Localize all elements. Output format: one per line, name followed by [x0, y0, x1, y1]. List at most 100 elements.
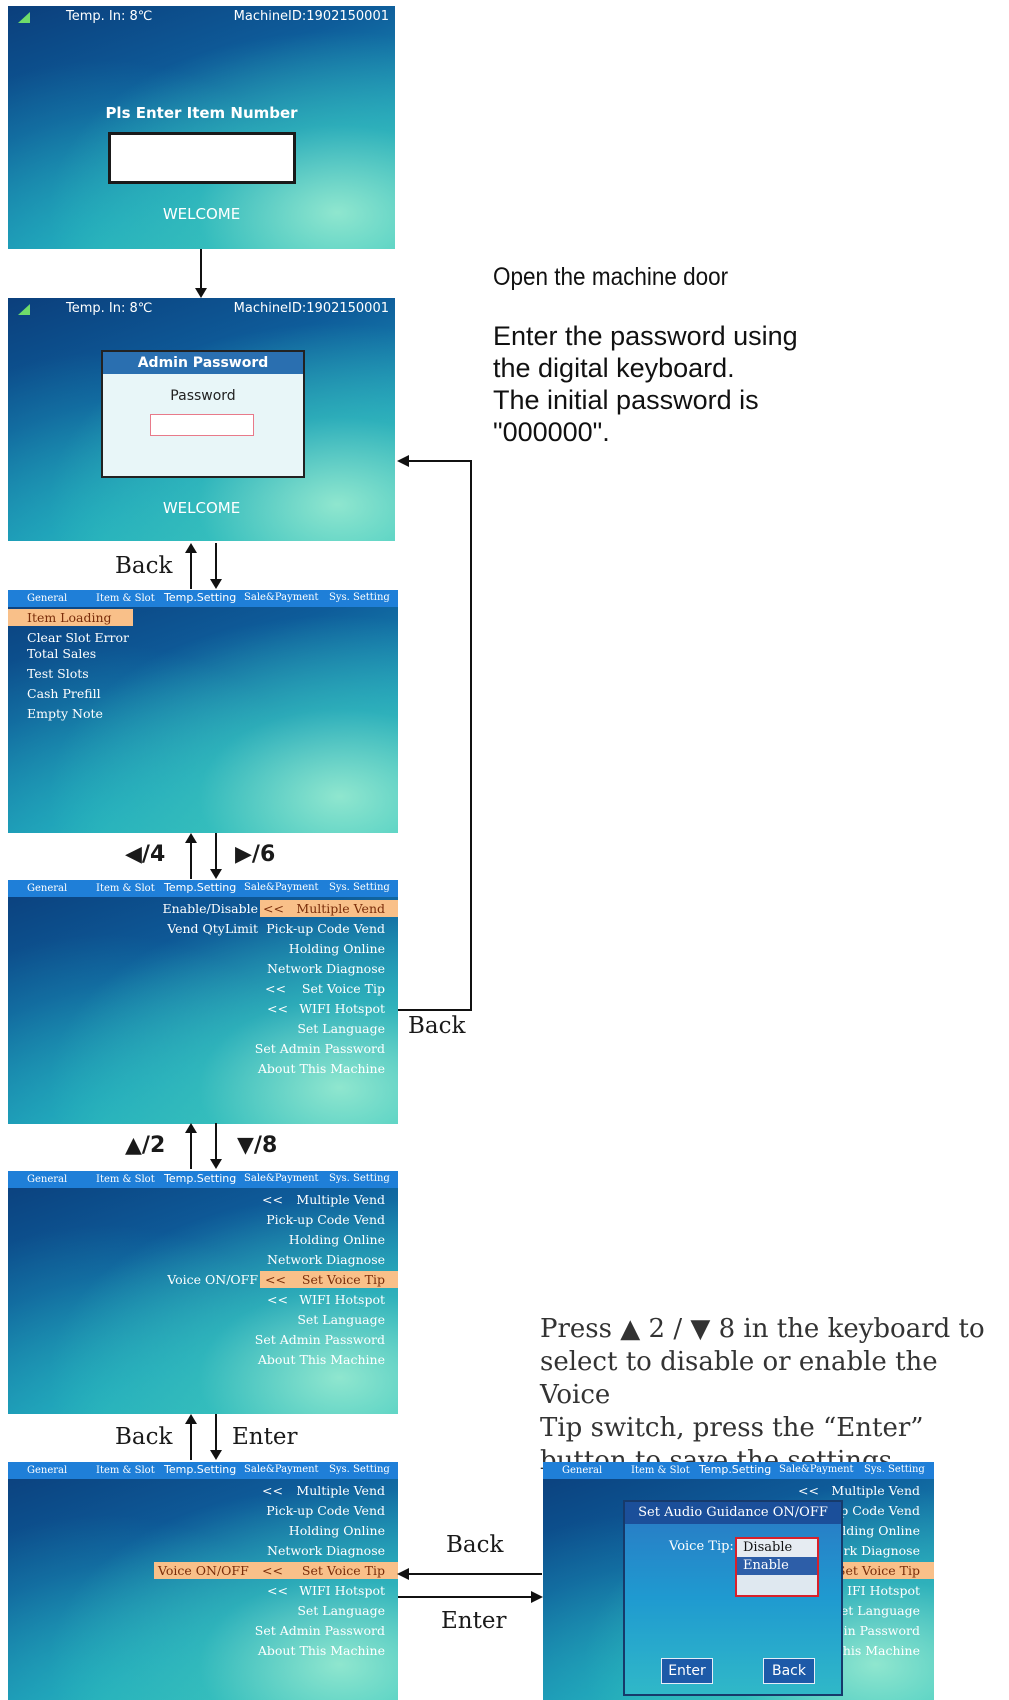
- menu-item-set-voice-tip[interactable]: Set Voice Tip: [301, 1563, 385, 1578]
- item-number-prompt: Pls Enter Item Number: [105, 104, 298, 122]
- status-bar: Temp. In: 8℃ MachineID:1902150001: [8, 298, 395, 322]
- menu-item-test-slots[interactable]: Test Slots: [27, 666, 89, 681]
- arrows-marker: <<: [262, 1563, 283, 1578]
- menu-item-network-diagnose[interactable]: Network Diagnose: [267, 1543, 385, 1558]
- option-disable[interactable]: Disable: [737, 1539, 817, 1557]
- tab-general[interactable]: General: [562, 1465, 603, 1476]
- up-2-label: ▲/2: [125, 1133, 166, 1158]
- tab-sale-payment[interactable]: Sale&Payment: [244, 882, 319, 893]
- menu-item-holding-online[interactable]: Holding Online: [288, 941, 385, 956]
- tab-item-slot[interactable]: Item & Slot: [96, 883, 155, 894]
- menu-item-multiple-vend[interactable]: Multiple Vend: [296, 1192, 385, 1207]
- menu-item-about-this-machine[interactable]: About This Machine: [257, 1643, 385, 1658]
- tab-temp-setting[interactable]: Temp.Setting: [164, 591, 237, 604]
- menu-item-total-sales[interactable]: Total Sales: [27, 646, 97, 661]
- menu-item-pickup-code-vend[interactable]: Pick-up Code Vend: [266, 921, 385, 936]
- tab-item-slot[interactable]: Item & Slot: [96, 1465, 155, 1476]
- flow-arrow-up: [190, 843, 192, 879]
- machine-id: MachineID:1902150001: [233, 9, 389, 24]
- menu-item-holding-online[interactable]: Holding Online: [288, 1232, 385, 1247]
- tab-item-slot[interactable]: Item & Slot: [631, 1465, 690, 1476]
- voice-tip-select[interactable]: Disable Enable: [735, 1537, 819, 1597]
- signal-icon: [18, 12, 30, 23]
- menu-item-pickup-code-vend[interactable]: Pick-up Code Vend: [266, 1503, 385, 1518]
- menu-item-network-diagnose[interactable]: ork Diagnose: [836, 1543, 920, 1558]
- tab-general[interactable]: General: [27, 593, 68, 604]
- menu-item-set-admin-password[interactable]: Set Admin Password: [254, 1332, 385, 1347]
- tab-sys-setting[interactable]: Sys. Setting: [864, 1464, 925, 1475]
- tab-sys-setting[interactable]: Sys. Setting: [329, 1464, 390, 1475]
- arrow-head: [185, 833, 197, 843]
- tab-sale-payment[interactable]: Sale&Payment: [244, 592, 319, 603]
- arrow-head: [397, 455, 409, 467]
- tab-item-slot[interactable]: Item & Slot: [96, 593, 155, 604]
- tab-sale-payment[interactable]: Sale&Payment: [244, 1173, 319, 1184]
- menu-item-about-this-machine[interactable]: About This Machine: [257, 1061, 385, 1076]
- menu-item-set-voice-tip[interactable]: Set Voice Tip: [301, 981, 385, 996]
- menu-item-pickup-code-vend[interactable]: p Code Vend: [840, 1503, 920, 1518]
- tab-general[interactable]: General: [27, 1465, 68, 1476]
- submenu-enable-disable[interactable]: Enable/Disable: [162, 901, 258, 916]
- menu-item-network-diagnose[interactable]: Network Diagnose: [267, 961, 385, 976]
- menu-item-set-voice-tip[interactable]: Set Voice Tip: [836, 1563, 920, 1578]
- enter-button[interactable]: Enter: [661, 1658, 713, 1684]
- note-line: Tip switch, press the “Enter”: [540, 1413, 924, 1443]
- menu-item-clear-slot-error[interactable]: Clear Slot Error: [27, 630, 130, 645]
- menu-item-wifi-hotspot[interactable]: IFI Hotspot: [847, 1583, 920, 1598]
- option-enable[interactable]: Enable: [737, 1557, 817, 1575]
- menu-item-about-this-machine[interactable]: his Machine: [842, 1643, 920, 1658]
- tab-temp-setting[interactable]: Temp.Setting: [164, 881, 237, 894]
- menu-item-set-admin-password[interactable]: in Password: [843, 1623, 920, 1638]
- menu-item-holding-online[interactable]: Holding Online: [288, 1523, 385, 1538]
- arrow-head: [210, 869, 222, 879]
- menu-item-set-language[interactable]: Set Language: [297, 1021, 385, 1036]
- password-input[interactable]: [150, 414, 254, 436]
- left-4-label: ◀/4: [125, 842, 166, 867]
- menu-item-set-admin-password[interactable]: Set Admin Password: [254, 1623, 385, 1638]
- menu-item-multiple-vend[interactable]: Multiple Vend: [831, 1483, 920, 1498]
- menu-item-wifi-hotspot[interactable]: WIFI Hotspot: [299, 1583, 385, 1598]
- tab-general[interactable]: General: [27, 1174, 68, 1185]
- submenu-voice-onoff[interactable]: Voice ON/OFF: [167, 1272, 258, 1287]
- menu-item-multiple-vend[interactable]: Multiple Vend: [296, 1483, 385, 1498]
- menu-item-holding-online[interactable]: lding Online: [842, 1523, 920, 1538]
- menu-item-empty-note[interactable]: Empty Note: [27, 706, 103, 721]
- menu-item-set-language[interactable]: et Language: [840, 1603, 920, 1618]
- tab-sys-setting[interactable]: Sys. Setting: [329, 592, 390, 603]
- audio-guidance-dialog: Set Audio Guidance ON/OFF Voice Tip: Dis…: [623, 1500, 843, 1696]
- back-label: Back: [408, 1013, 466, 1039]
- menu-item-set-voice-tip[interactable]: Set Voice Tip: [301, 1272, 385, 1287]
- item-number-input[interactable]: [108, 132, 296, 184]
- menu-item-wifi-hotspot[interactable]: WIFI Hotspot: [299, 1292, 385, 1307]
- menu-item-set-language[interactable]: Set Language: [297, 1603, 385, 1618]
- arrow-head: [185, 1123, 197, 1133]
- note-line: select to disable or enable the Voice: [540, 1347, 938, 1410]
- tab-temp-setting[interactable]: Temp.Setting: [164, 1463, 237, 1476]
- arrow-head: [185, 1414, 197, 1424]
- menu-item-pickup-code-vend[interactable]: Pick-up Code Vend: [266, 1212, 385, 1227]
- tab-temp-setting[interactable]: Temp.Setting: [699, 1463, 772, 1476]
- back-button[interactable]: Back: [763, 1658, 815, 1684]
- tab-sys-setting[interactable]: Sys. Setting: [329, 882, 390, 893]
- submenu-vend-qtylimit[interactable]: Vend QtyLimit: [167, 921, 258, 936]
- menu-item-set-admin-password[interactable]: Set Admin Password: [254, 1041, 385, 1056]
- menu-item-cash-prefill[interactable]: Cash Prefill: [27, 686, 101, 701]
- submenu-voice-onoff[interactable]: Voice ON/OFF: [158, 1563, 249, 1578]
- tab-temp-setting[interactable]: Temp.Setting: [164, 1172, 237, 1185]
- flow-arrow-down: [215, 543, 217, 579]
- menu-item-network-diagnose[interactable]: Network Diagnose: [267, 1252, 385, 1267]
- admin-password-dialog: Admin Password Password: [101, 350, 305, 478]
- arrow-head: [185, 543, 197, 553]
- tab-item-slot[interactable]: Item & Slot: [96, 1174, 155, 1185]
- menu-item-wifi-hotspot[interactable]: WIFI Hotspot: [299, 1001, 385, 1016]
- tab-general[interactable]: General: [27, 883, 68, 894]
- menu-item-about-this-machine[interactable]: About This Machine: [257, 1352, 385, 1367]
- password-label: Password: [170, 388, 236, 404]
- tab-sale-payment[interactable]: Sale&Payment: [779, 1464, 854, 1475]
- menu-item-set-language[interactable]: Set Language: [297, 1312, 385, 1327]
- menu-item-item-loading[interactable]: Item Loading: [27, 610, 112, 625]
- menu-item-multiple-vend[interactable]: Multiple Vend: [296, 901, 385, 916]
- tab-sys-setting[interactable]: Sys. Setting: [329, 1173, 390, 1184]
- menu-highlight: [154, 1562, 398, 1579]
- tab-sale-payment[interactable]: Sale&Payment: [244, 1464, 319, 1475]
